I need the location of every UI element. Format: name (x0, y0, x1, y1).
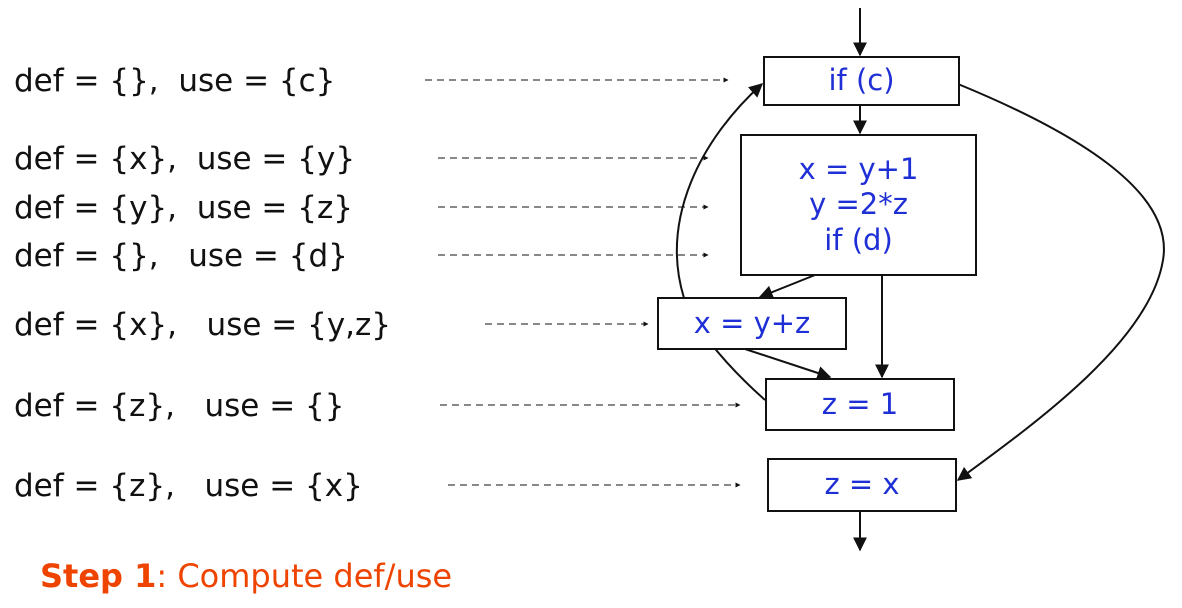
annotation-z-1: def = {z}, use = {} (14, 388, 345, 424)
annotation-if-d: def = {}, use = {d} (14, 238, 348, 274)
node-basic-block: x = y+1 y =2*z if (d) (740, 134, 977, 276)
block-line-x-y1: x = y+1 (798, 151, 919, 186)
annotation-y-2z: def = {y}, use = {z} (14, 190, 353, 226)
edge-block-to-x-yz (758, 274, 816, 299)
edge-x-yz-to-z-1 (744, 348, 832, 380)
step-number: Step 1 (40, 557, 157, 595)
annotation-x-y1: def = {x}, use = {y} (14, 141, 356, 177)
node-z-1: z = 1 (765, 378, 955, 431)
node-z-x-line: z = x (824, 467, 900, 502)
node-x-yz-line: x = y+z (693, 305, 811, 340)
block-line-y-2z: y =2*z (809, 187, 908, 222)
annotation-x-yz: def = {x}, use = {y,z} (14, 307, 392, 343)
step-caption: Step 1: Compute def/use (40, 560, 452, 592)
annotation-if-c: def = {}, use = {c} (14, 63, 336, 99)
node-x-yz: x = y+z (657, 297, 847, 350)
edge-loop-back (675, 83, 766, 401)
block-line-if-d: if (d) (824, 222, 893, 257)
node-if-c: if (c) (763, 56, 960, 106)
node-z-x: z = x (767, 458, 957, 512)
node-z-1-line: z = 1 (821, 386, 899, 421)
edge-if-c-to-z-x (956, 83, 1165, 481)
annotation-z-x: def = {z}, use = {x} (14, 468, 363, 504)
step-description: : Compute def/use (156, 557, 453, 595)
node-if-c-line: if (c) (828, 63, 895, 98)
